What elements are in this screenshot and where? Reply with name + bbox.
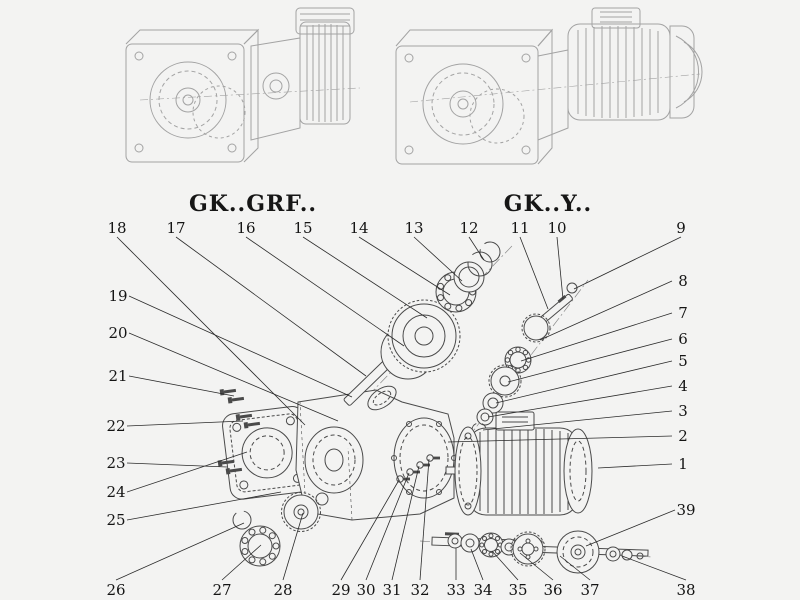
callout-line-32: [419, 458, 430, 581]
callout-label-29: 29: [331, 581, 350, 599]
callout-label-18: 18: [107, 219, 126, 237]
callout-line-1: [597, 463, 673, 469]
callout-label-23: 23: [106, 454, 125, 472]
callout-line-20: [128, 332, 339, 422]
callout-label-39: 39: [676, 501, 695, 519]
callout-line-35: [491, 550, 519, 581]
callout-label-9: 9: [676, 219, 686, 237]
callout-line-19: [128, 295, 353, 398]
flange-bolts: [217, 388, 261, 475]
callout-line-16: [245, 236, 405, 347]
callout-label-11: 11: [510, 219, 529, 237]
callout-label-25: 25: [106, 511, 125, 529]
callout-label-3: 3: [678, 402, 688, 420]
callout-line-36: [519, 552, 554, 581]
callout-line-31: [391, 465, 420, 581]
overview-drawing-gky: [395, 7, 703, 165]
callout-label-14: 14: [349, 219, 368, 237]
output-shaft-assembly: [431, 530, 649, 574]
callout-line-25: [126, 491, 282, 521]
callout-line-2: [447, 435, 673, 443]
lower-left-parts: [232, 492, 329, 567]
exploded-view: [217, 241, 653, 574]
input-pinion-assembly: [471, 282, 578, 438]
callout-label-4: 4: [678, 377, 688, 395]
callout-label-6: 6: [678, 330, 688, 348]
callout-line-11: [519, 236, 549, 310]
callout-line-37: [559, 555, 591, 581]
model-label-gkgrf: GK..GRF..: [188, 191, 318, 217]
callout-label-31: 31: [382, 581, 401, 599]
electric-motor: [445, 411, 593, 516]
callout-label-7: 7: [678, 304, 688, 322]
callout-line-38: [621, 555, 687, 581]
callout-label-10: 10: [547, 219, 566, 237]
callout-label-27: 27: [212, 581, 231, 599]
callout-label-5: 5: [678, 352, 688, 370]
callout-label-2: 2: [678, 427, 688, 445]
callout-label-20: 20: [108, 324, 127, 342]
callout-line-13: [413, 236, 463, 282]
callout-label-22: 22: [106, 417, 125, 435]
callout-line-15: [302, 236, 428, 319]
callout-label-38: 38: [676, 581, 695, 599]
callout-label-21: 21: [108, 367, 127, 385]
callout-line-8: [539, 280, 673, 341]
callout-line-23: [126, 462, 228, 468]
callout-label-33: 33: [446, 581, 465, 599]
callout-line-24: [126, 451, 248, 493]
callout-label-32: 32: [410, 581, 429, 599]
callout-label-24: 24: [106, 483, 125, 501]
callout-line-34: [470, 548, 484, 581]
callout-label-36: 36: [543, 581, 562, 599]
callout-line-3: [482, 410, 673, 431]
callout-line-27: [221, 544, 262, 581]
callout-line-12: [468, 236, 485, 261]
gear-housing: [295, 385, 457, 521]
callout-line-26: [115, 522, 245, 581]
callout-line-17: [175, 236, 367, 377]
callout-label-8: 8: [678, 272, 688, 290]
callout-label-37: 37: [580, 581, 599, 599]
callout-line-14: [358, 236, 451, 296]
callout-line-10: [556, 236, 564, 300]
callout-line-5: [495, 360, 673, 404]
callout-label-35: 35: [508, 581, 527, 599]
callout-label-13: 13: [404, 219, 423, 237]
callout-label-1: 1: [678, 455, 688, 473]
callout-label-34: 34: [473, 581, 492, 599]
model-label-gky: GK..Y..: [503, 191, 593, 217]
callout-label-26: 26: [106, 581, 125, 599]
callout-label-17: 17: [166, 219, 185, 237]
callout-label-15: 15: [293, 219, 312, 237]
callout-label-28: 28: [273, 581, 292, 599]
callout-label-19: 19: [108, 287, 127, 305]
callout-label-16: 16: [236, 219, 255, 237]
callout-line-9: [573, 236, 682, 290]
callout-line-18: [116, 236, 306, 426]
overview-drawing-gkgrf: [125, 7, 361, 163]
main-gear-stack: [343, 241, 501, 406]
callout-line-39: [585, 509, 676, 547]
callout-label-30: 30: [356, 581, 375, 599]
callout-line-28: [282, 512, 304, 581]
callout-line-7: [520, 312, 673, 362]
callout-line-22: [126, 420, 244, 427]
callout-line-29: [340, 479, 400, 581]
callout-label-12: 12: [459, 219, 478, 237]
callout-line-6: [507, 338, 673, 383]
callout-line-4: [487, 385, 673, 418]
callout-line-30: [365, 472, 410, 581]
callout-line-21: [128, 375, 235, 397]
